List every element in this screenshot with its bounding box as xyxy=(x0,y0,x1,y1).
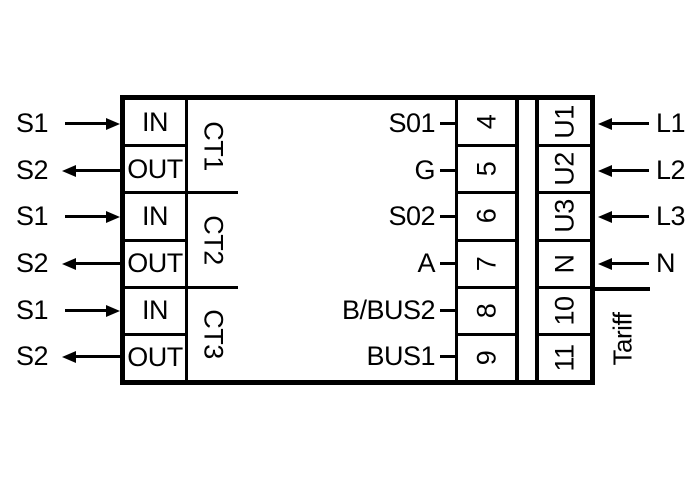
ct2-group-cell: CT2 xyxy=(188,194,238,289)
signal-row: S01 xyxy=(280,100,455,147)
ct-group-label: CT1 xyxy=(198,120,229,171)
external-terminal-label: S1 xyxy=(16,201,49,231)
terminal-number-cell: 8 xyxy=(458,289,515,336)
terminal-cell-out: OUT xyxy=(125,147,185,195)
ct3-group-cell: CT3 xyxy=(188,289,238,380)
left-row-s2-ct3: S2 xyxy=(16,333,120,380)
connector-dash xyxy=(440,262,455,265)
left-row-s1-ct3: S1 xyxy=(16,287,120,334)
arrow-right-icon xyxy=(65,210,120,223)
voltage-terminal-label: U2 xyxy=(549,152,579,187)
terminal-number: 5 xyxy=(471,161,501,177)
signal-row: BUS1 xyxy=(280,333,455,380)
terminal-cell-out: OUT xyxy=(125,242,185,289)
left-row-s1-ct2: S1 xyxy=(16,193,120,240)
terminal-label: IN xyxy=(142,200,169,231)
tariff-separator-line xyxy=(593,287,650,291)
terminal-number: 6 xyxy=(471,209,501,224)
terminal-label: OUT xyxy=(127,342,183,373)
terminal-number-cell: 6 xyxy=(458,194,515,242)
arrow-left-icon xyxy=(62,350,120,363)
terminal-number: 4 xyxy=(471,114,501,130)
signal-label: S02 xyxy=(388,201,435,231)
arrow-left-icon xyxy=(62,257,120,270)
terminal-number-cell: 9 xyxy=(458,336,515,380)
signal-row: G xyxy=(280,147,455,194)
voltage-terminal-cell: U1 xyxy=(539,100,590,148)
line-label: L3 xyxy=(656,201,686,231)
left-row-s2-ct2: S2 xyxy=(16,240,120,287)
terminal-cell-out: OUT xyxy=(125,336,185,380)
ct-group-column: CT1 CT2 CT3 xyxy=(188,100,238,380)
right-row-l3: L3 xyxy=(598,193,690,240)
signal-label: BUS1 xyxy=(366,341,435,371)
connector-dash xyxy=(440,122,455,125)
terminal-label: IN xyxy=(142,106,169,137)
ct1-group-cell: CT1 xyxy=(188,100,238,195)
voltage-terminal-cell: 11 xyxy=(539,336,590,380)
right-row-n: N xyxy=(598,240,690,287)
terminal-number-cell: 4 xyxy=(458,100,515,148)
external-terminal-label: S2 xyxy=(16,248,49,278)
connector-dash xyxy=(440,309,455,312)
line-label: L2 xyxy=(656,155,686,185)
line-label: L1 xyxy=(656,108,686,138)
left-row-s1-ct1: S1 xyxy=(16,100,120,147)
terminal-label: OUT xyxy=(127,248,183,279)
terminal-label: OUT xyxy=(127,153,183,184)
voltage-terminal-cell: 10 xyxy=(539,289,590,336)
external-terminal-label: S1 xyxy=(16,295,49,325)
signal-row: B/BUS2 xyxy=(280,287,455,334)
voltage-terminal-label: U1 xyxy=(549,105,579,139)
voltage-terminal-label: 11 xyxy=(549,344,579,372)
arrow-left-icon xyxy=(598,164,649,177)
signal-label: G xyxy=(414,155,435,185)
connector-dash xyxy=(440,355,455,358)
terminal-number: 9 xyxy=(471,350,501,366)
left-row-s2-ct1: S2 xyxy=(16,147,120,194)
voltage-terminal-column: U1 U2 U3 N 10 11 xyxy=(535,95,595,385)
arrow-left-icon xyxy=(62,164,120,177)
current-terminal-column: IN OUT IN OUT IN OUT xyxy=(120,95,188,385)
arrow-right-icon xyxy=(65,304,120,317)
external-terminal-label: S2 xyxy=(16,341,49,371)
terminal-number: 8 xyxy=(471,303,501,319)
arrow-left-icon xyxy=(598,210,649,223)
terminal-label: IN xyxy=(142,295,169,326)
voltage-terminal-label: N xyxy=(549,254,579,274)
voltage-terminal-cell: U2 xyxy=(539,147,590,195)
signal-label: B/BUS2 xyxy=(341,295,436,325)
terminal-cell-in: IN xyxy=(125,194,185,242)
tariff-label-area: Tariff xyxy=(600,295,646,383)
arrow-left-icon xyxy=(598,117,649,130)
line-label: N xyxy=(656,248,676,278)
terminal-cell-in: IN xyxy=(125,289,185,336)
right-row-l1: L1 xyxy=(598,100,690,147)
signal-label: S01 xyxy=(388,108,435,138)
voltage-terminal-cell: N xyxy=(539,242,590,289)
connector-dash xyxy=(440,169,455,172)
terminal-number: 7 xyxy=(471,256,501,271)
external-terminal-label: S2 xyxy=(16,155,49,185)
right-row-l2: L2 xyxy=(598,147,690,194)
voltage-terminal-label: 10 xyxy=(549,296,579,326)
tariff-label: Tariff xyxy=(607,312,638,366)
external-terminal-label: S1 xyxy=(16,108,49,138)
terminal-cell-in: IN xyxy=(125,100,185,148)
numbered-terminal-column: 4 5 6 7 8 9 xyxy=(455,95,519,385)
connector-dash xyxy=(440,215,455,218)
arrow-left-icon xyxy=(598,257,649,270)
arrow-right-icon xyxy=(65,117,120,130)
signal-row: A xyxy=(280,240,455,287)
ct-group-label: CT2 xyxy=(198,215,229,265)
ct-group-label: CT3 xyxy=(198,309,229,360)
signal-label: A xyxy=(417,248,435,278)
voltage-terminal-cell: U3 xyxy=(539,194,590,242)
signal-row: S02 xyxy=(280,193,455,240)
terminal-number-cell: 7 xyxy=(458,242,515,289)
voltage-terminal-label: U3 xyxy=(549,199,579,234)
terminal-number-cell: 5 xyxy=(458,147,515,195)
